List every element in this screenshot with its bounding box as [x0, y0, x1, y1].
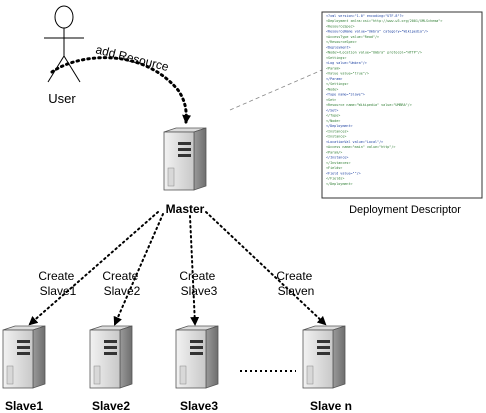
- descriptor-code-line: <Value value="true"/>: [326, 72, 369, 76]
- server-icon: [175, 325, 219, 389]
- slave-label-n: Slave n: [310, 399, 352, 413]
- descriptor-code-line: </Deployment>: [326, 124, 353, 128]
- descriptor-code-line: </Param>: [326, 77, 342, 81]
- descriptor-code-line: <Set>: [326, 98, 336, 102]
- master-node: Master: [163, 127, 207, 216]
- slave-label-1: Slave1: [5, 399, 43, 413]
- create-arrow-3: [189, 215, 200, 326]
- descriptor-connector: [229, 69, 323, 111]
- slave-node-3: Slave3: [175, 325, 219, 413]
- descriptor-code-line: <Fields>: [326, 166, 342, 170]
- descriptor-code-line: </Settings>: [326, 82, 348, 86]
- descriptor-code-line: <LocationVal value="Local"/>: [326, 140, 383, 144]
- descriptor-code-line: <AccessType value="Read"/>: [326, 35, 379, 39]
- create-arrow-1: [28, 211, 159, 326]
- descriptor-code-line: <Settings>: [326, 56, 346, 60]
- descriptor-code-line: </ResourceSpec>: [326, 40, 357, 44]
- create-arrow-2: [113, 213, 164, 326]
- add-resource-label: add Resource: [94, 42, 170, 74]
- user-label: User: [48, 91, 76, 106]
- descriptor-code-line: </Set>: [326, 108, 338, 112]
- descriptor-document: [321, 11, 483, 199]
- create-arrow-n: [205, 211, 327, 326]
- master-label: Master: [166, 202, 205, 216]
- descriptor-code-line: <Resource name="Wikipedia" value="UMBRA"…: [326, 103, 412, 107]
- slave-node-n: Slave n: [302, 325, 352, 413]
- server-icon: [163, 127, 207, 191]
- descriptor-code-line: </Fields>: [326, 177, 344, 181]
- server-icon: [2, 325, 46, 389]
- descriptor-code-line: <ResourceSpec>: [326, 25, 355, 29]
- descriptor-code-line: <Param/>: [326, 150, 342, 154]
- slave-node-1: Slave1: [2, 325, 46, 413]
- descriptor-code-line: </Type>: [326, 114, 340, 118]
- descriptor-code-line: <Deployment>: [326, 46, 351, 50]
- slave-node-2: Slave2: [89, 325, 133, 413]
- descriptor-code-line: <Type name="Slave">: [326, 93, 365, 97]
- descriptor-code-line: </Node>: [326, 119, 340, 123]
- create-label-3: Create Slave3: [179, 269, 218, 298]
- descriptor-code-line: </Deployment>: [326, 182, 353, 186]
- server-icon: [89, 325, 133, 389]
- descriptor-code-line: <ResourceName value="Umbra" category="Wi…: [326, 30, 428, 34]
- user-actor: User: [44, 5, 84, 106]
- descriptor-code-line: <Access name="main" value="http"/>: [326, 145, 395, 149]
- descriptor-caption: Deployment Descriptor: [349, 204, 461, 216]
- descriptor-code-line: <?xml version="1.0" encoding="UTF-8"?>: [326, 14, 404, 18]
- descriptor-code-line: <Deployment xmlns:xsi="http://www.w3.org…: [326, 19, 442, 23]
- descriptor-code-line: </Instance>: [326, 156, 348, 160]
- slave-label-2: Slave2: [92, 399, 130, 413]
- descriptor-code-line: <Node><Location value="Umbra" protocol="…: [326, 51, 422, 55]
- add-resource-arrow: [50, 56, 192, 124]
- create-label-2: Create Slave2: [102, 269, 141, 298]
- server-icon: [302, 325, 346, 389]
- descriptor-code: <?xml version="1.0" encoding="UTF-8"?><D…: [326, 14, 442, 186]
- descriptor-code-line: <Instances>: [326, 129, 348, 133]
- stick-figure-icon: [44, 5, 84, 83]
- descriptor-code-line: </Instances>: [326, 161, 351, 165]
- descriptor-code-line: <Log value="Umbra"/>: [326, 61, 367, 65]
- slave-label-3: Slave3: [180, 399, 218, 413]
- create-label-1: Create Slave1: [38, 269, 77, 298]
- deployment-descriptor: <?xml version="1.0" encoding="UTF-8"?><D…: [321, 11, 483, 216]
- descriptor-code-line: <Instance>: [326, 135, 346, 139]
- create-label-n: Create Slaven: [276, 269, 315, 298]
- descriptor-code-line: <Field value=""/>: [326, 171, 361, 175]
- descriptor-code-line: <Param>: [326, 66, 340, 70]
- descriptor-code-line: <Node>: [326, 87, 338, 91]
